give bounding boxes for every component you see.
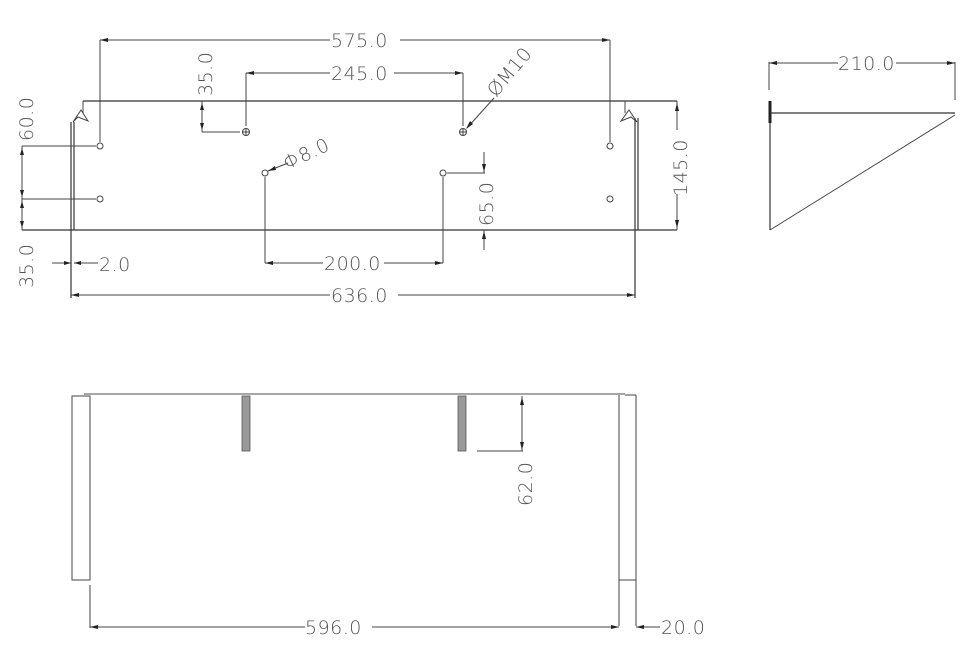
bottom-view: 62.0 596.0 20.0 <box>71 393 705 639</box>
dim-label-20: 20.0 <box>661 617 705 639</box>
dim-2: 2.0 <box>52 254 131 276</box>
right-corner-fold <box>619 101 638 123</box>
dim-label-m10: ØM10 <box>483 43 537 101</box>
dim-200: 200.0 <box>264 177 444 275</box>
dim-636: 636.0 <box>71 285 635 307</box>
bolt-hole-left <box>242 128 250 136</box>
dim-145: 145.0 <box>670 101 692 230</box>
dim-62: 62.0 <box>477 396 537 506</box>
dim-label-62: 62.0 <box>515 462 537 506</box>
dim-label-65: 65.0 <box>476 182 498 226</box>
dim-575: 575.0 <box>99 30 611 142</box>
left-leg <box>71 395 91 581</box>
hole-center-right <box>439 169 447 177</box>
hole-center-left <box>261 169 269 177</box>
hole-left-upper <box>96 142 104 150</box>
dim-20: 20.0 <box>636 617 705 639</box>
dim-label-210: 210.0 <box>838 53 895 75</box>
dim-label-636: 636.0 <box>331 285 388 307</box>
hole-right-upper <box>606 142 614 150</box>
dim-label-2: 2.0 <box>99 254 131 276</box>
dim-left-stack: 60.0 35.0 <box>16 97 96 288</box>
dim-label-35-left: 35.0 <box>16 244 38 288</box>
dim-phi8: Φ8.0 <box>267 134 333 175</box>
bolt-hole-right <box>459 128 467 136</box>
dim-35-top: 35.0 <box>195 52 240 133</box>
dim-210: 210.0 <box>768 53 956 100</box>
left-corner-fold <box>72 101 90 123</box>
dim-label-596: 596.0 <box>305 617 362 639</box>
dim-label-60: 60.0 <box>16 97 38 141</box>
threaded-stud-right <box>457 395 467 452</box>
threaded-stud-left <box>241 395 251 452</box>
dim-label-phi8: Φ8.0 <box>280 134 333 174</box>
hole-left-lower <box>96 195 104 203</box>
dim-label-575: 575.0 <box>331 30 388 52</box>
side-view: 210.0 <box>768 53 956 231</box>
dim-label-145: 145.0 <box>670 139 692 196</box>
dim-245: 245.0 <box>245 63 464 126</box>
dim-596: 596.0 <box>90 617 619 639</box>
hole-right-lower <box>606 195 614 203</box>
front-view: 575.0 245.0 35.0 ØM10 <box>16 30 692 307</box>
dim-label-245: 245.0 <box>331 63 388 85</box>
dim-m10: ØM10 <box>466 43 537 129</box>
dim-label-35-top: 35.0 <box>195 52 217 96</box>
dim-label-200: 200.0 <box>324 253 381 275</box>
dim-65: 65.0 <box>447 152 498 250</box>
